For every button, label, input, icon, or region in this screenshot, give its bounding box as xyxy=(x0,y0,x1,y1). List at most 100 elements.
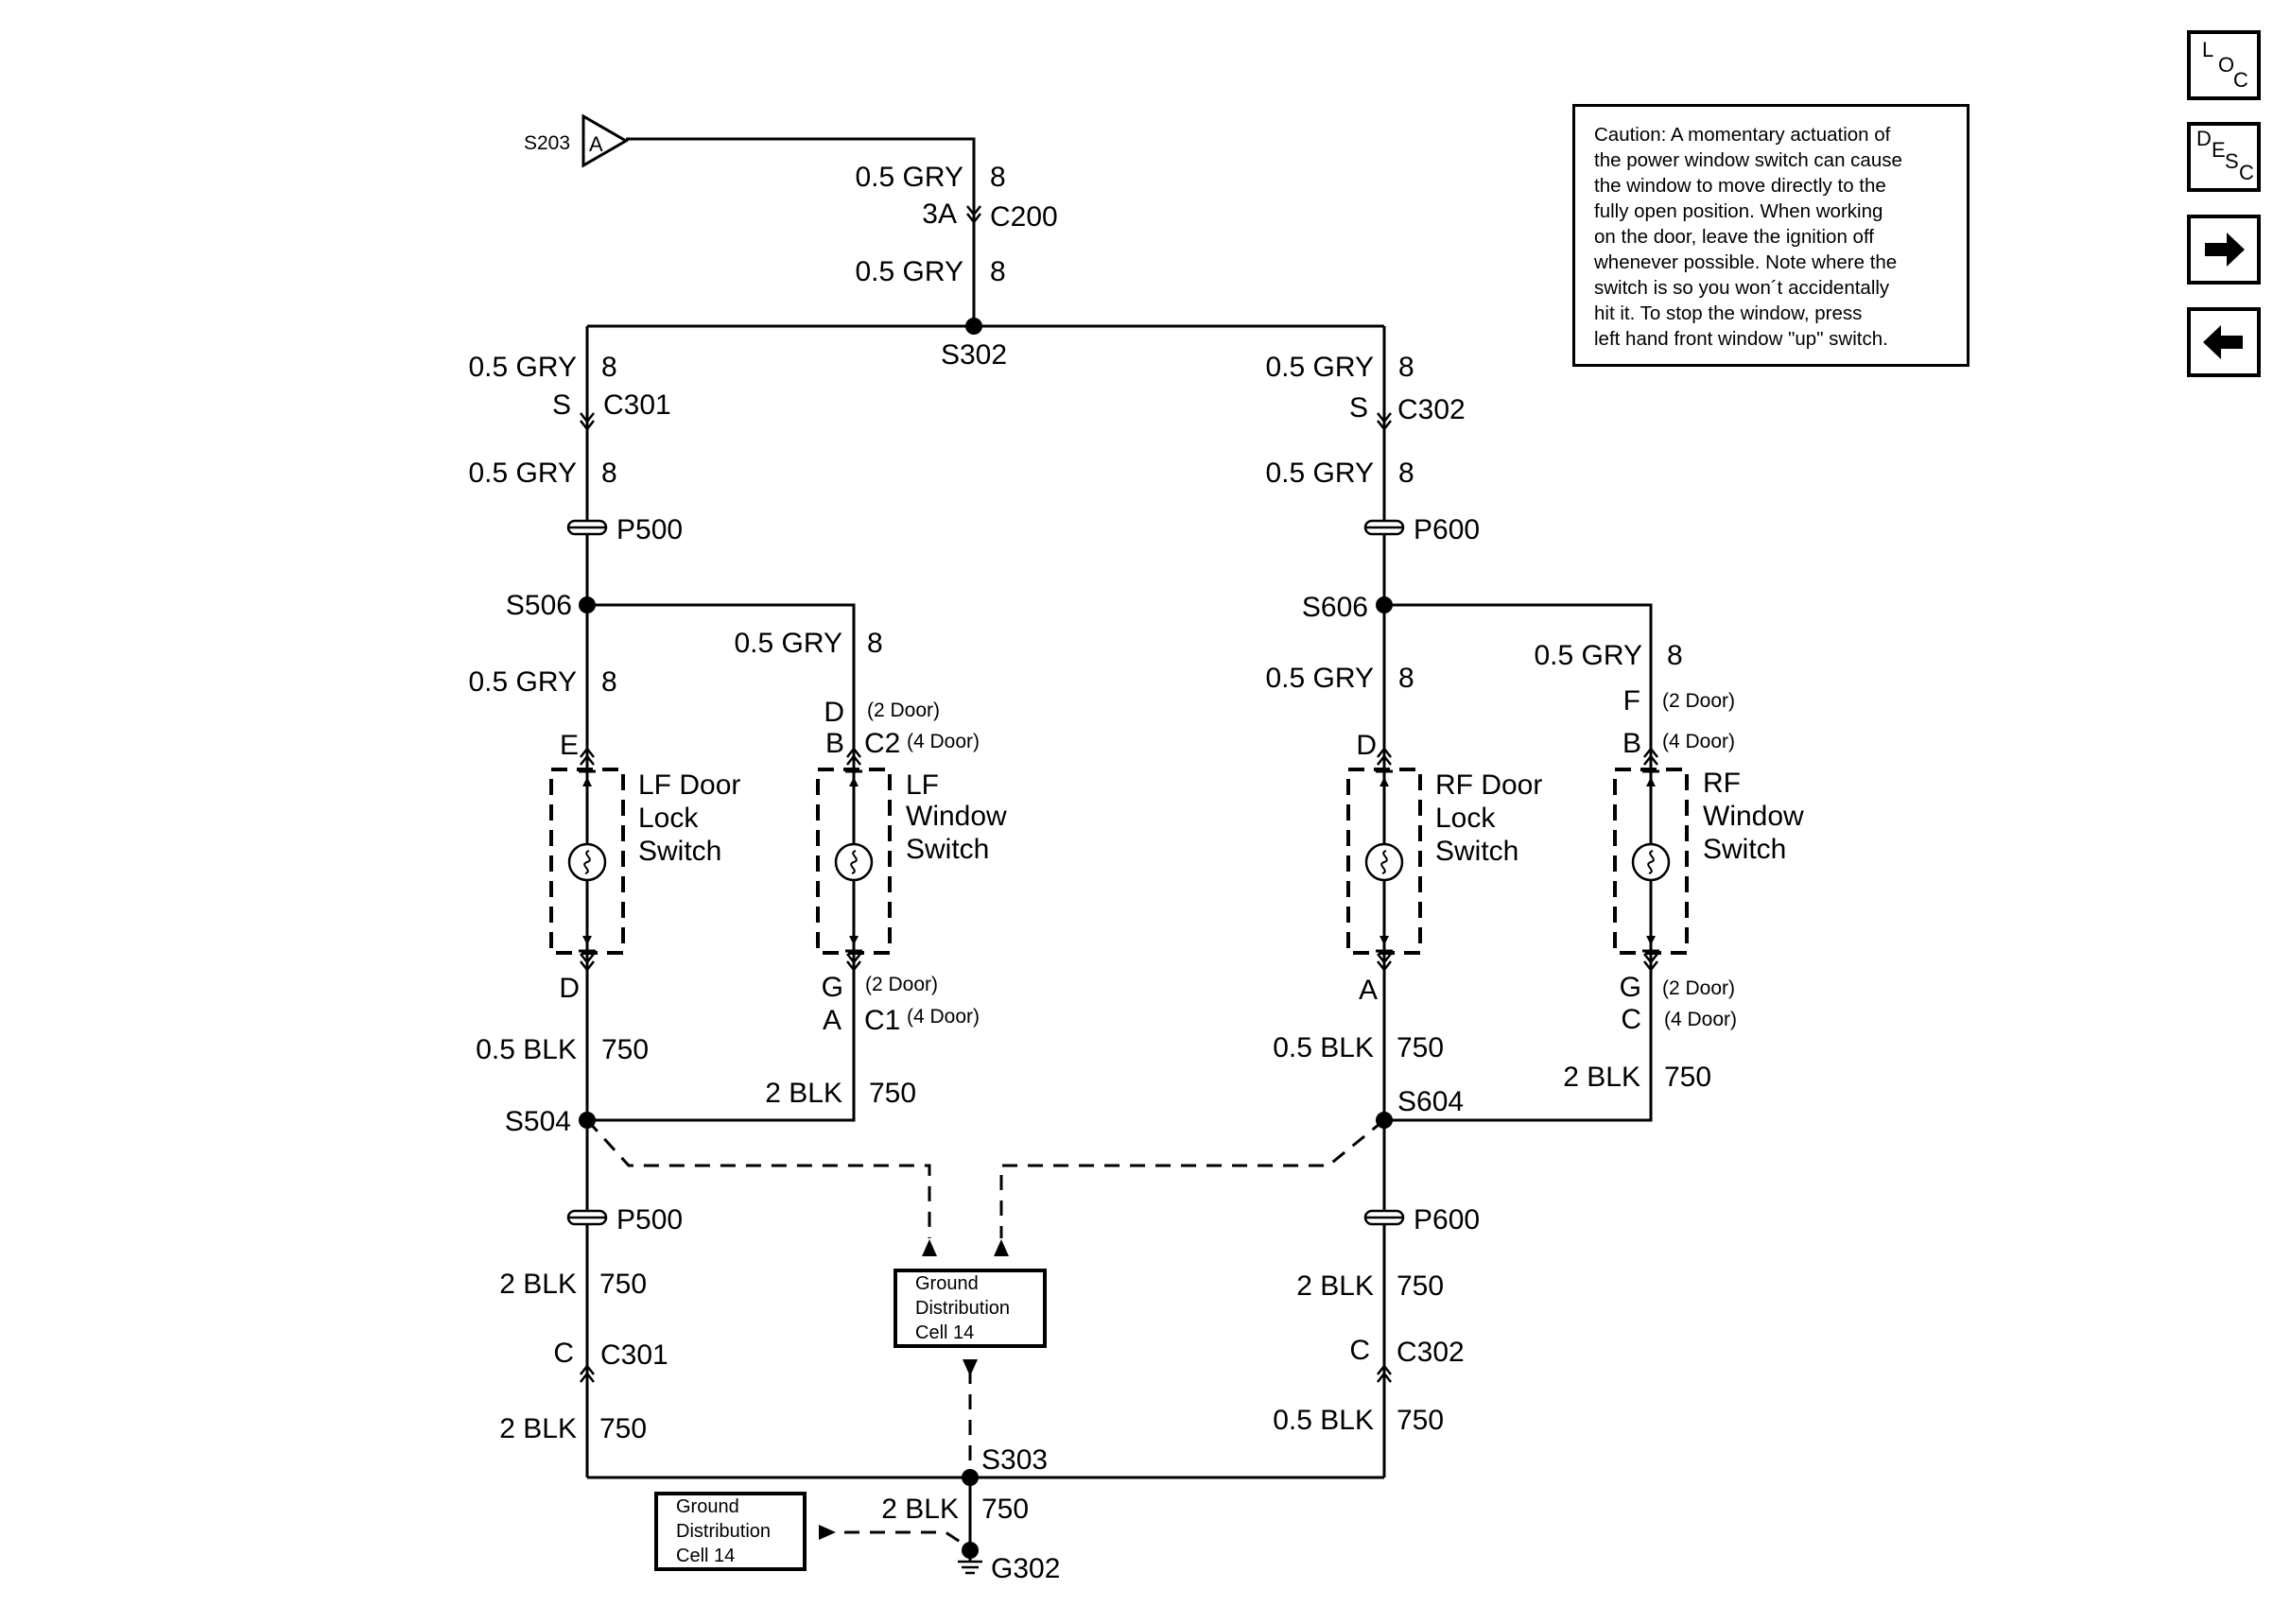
svg-text:G: G xyxy=(1620,972,1641,1003)
svg-text:2 BLK: 2 BLK xyxy=(881,1494,959,1525)
svg-text:0.5 GRY: 0.5 GRY xyxy=(1265,458,1374,489)
svg-text:750: 750 xyxy=(599,1269,647,1300)
svg-text:750: 750 xyxy=(869,1078,916,1109)
svg-text:F: F xyxy=(1623,685,1640,717)
svg-text:0.5 GRY: 0.5 GRY xyxy=(855,256,963,287)
svg-text:8: 8 xyxy=(990,256,1006,287)
splice-s303 xyxy=(962,1469,979,1486)
svg-text:Window: Window xyxy=(1703,801,1804,832)
splice-s506 xyxy=(579,596,596,613)
connector-c200-label: C200 xyxy=(990,201,1058,233)
svg-text:E: E xyxy=(560,730,579,761)
svg-text:0.5 GRY: 0.5 GRY xyxy=(1265,663,1374,694)
ground-arrow-right xyxy=(994,1239,1009,1256)
svg-text:8: 8 xyxy=(867,628,883,659)
s203-pin: A xyxy=(589,132,603,156)
svg-text:Distribution: Distribution xyxy=(676,1521,771,1542)
svg-text:Cell 14: Cell 14 xyxy=(915,1322,974,1343)
svg-text:0.5 GRY: 0.5 GRY xyxy=(1265,352,1374,383)
svg-text:C302: C302 xyxy=(1397,1337,1465,1368)
next-page-button[interactable] xyxy=(2187,215,2261,285)
svg-text:0.5 GRY: 0.5 GRY xyxy=(1534,640,1642,671)
location-button[interactable]: L O C xyxy=(2187,30,2261,100)
svg-text:750: 750 xyxy=(981,1494,1029,1525)
s203-connector: S203 A xyxy=(524,113,629,168)
splice-s604-label: S604 xyxy=(1397,1086,1464,1117)
ground-references xyxy=(585,1118,1385,1550)
svg-text:B: B xyxy=(825,728,844,759)
passthrough-p500-upper xyxy=(566,519,608,536)
svg-text:Cell 14: Cell 14 xyxy=(676,1546,735,1566)
caution-line: the power window switch can cause xyxy=(1594,149,1902,171)
ground-distribution-box-center: Ground Distribution Cell 14 xyxy=(894,1269,1047,1348)
svg-text:RF Door: RF Door xyxy=(1435,769,1542,801)
svg-text:P500: P500 xyxy=(616,1204,683,1235)
svg-text:C: C xyxy=(1621,1004,1641,1035)
splice-s302-label: S302 xyxy=(941,339,1007,371)
svg-text:B: B xyxy=(1622,728,1641,759)
connector-c1-label: C1 xyxy=(864,1005,900,1036)
svg-text:0.5 GRY: 0.5 GRY xyxy=(855,162,963,193)
caution-line: left hand front window "up" switch. xyxy=(1594,328,1888,350)
ground-g302-symbol xyxy=(958,1550,982,1575)
caution-line: the window to move directly to the xyxy=(1594,175,1886,197)
splice-s606-label: S606 xyxy=(1302,592,1368,623)
svg-text:(2 Door): (2 Door) xyxy=(1662,977,1735,999)
svg-text:Switch: Switch xyxy=(1703,834,1786,865)
s203-label: S203 xyxy=(524,132,570,154)
svg-text:750: 750 xyxy=(1664,1062,1711,1093)
connector-c301-label: C301 xyxy=(603,389,671,421)
passthrough-p600-upper xyxy=(1363,519,1405,536)
svg-text:0.5 GRY: 0.5 GRY xyxy=(734,628,842,659)
splices xyxy=(579,318,1393,1559)
caution-line: on the door, leave the ignition off xyxy=(1594,226,1874,248)
svg-text:Switch: Switch xyxy=(906,834,989,865)
lf-door-lock-switch xyxy=(549,768,625,955)
connector-c2-label: C2 xyxy=(864,728,900,759)
svg-text:Switch: Switch xyxy=(1435,836,1518,867)
svg-text:Distribution: Distribution xyxy=(915,1298,1010,1319)
svg-text:8: 8 xyxy=(1667,640,1683,671)
svg-text:P600: P600 xyxy=(1414,1204,1480,1235)
svg-text:(4 Door): (4 Door) xyxy=(907,731,980,752)
svg-text:2 BLK: 2 BLK xyxy=(1563,1062,1640,1093)
ground-arrow-down xyxy=(963,1359,978,1376)
splice-s303-label: S303 xyxy=(981,1444,1048,1476)
svg-text:2 BLK: 2 BLK xyxy=(765,1078,842,1109)
caution-line: whenever possible. Note where the xyxy=(1594,251,1898,273)
ground-arrow-side xyxy=(819,1525,836,1540)
splice-s606 xyxy=(1376,596,1393,613)
svg-text:S: S xyxy=(552,389,571,421)
ground-arrow-left xyxy=(922,1239,937,1256)
svg-text:G: G xyxy=(822,972,843,1003)
caution-line: Caution: A momentary actuation of xyxy=(1594,124,1891,146)
passthrough-p600-label: P600 xyxy=(1414,514,1480,545)
splice-s302 xyxy=(965,318,982,335)
caution-line: fully open position. When working xyxy=(1594,200,1883,222)
passthrough-p500-lower xyxy=(566,1209,608,1226)
previous-page-button[interactable] xyxy=(2187,307,2261,377)
splice-s506-label: S506 xyxy=(506,590,572,621)
arrow-right-icon xyxy=(2205,233,2245,267)
svg-text:8: 8 xyxy=(1398,663,1414,694)
svg-text:Ground: Ground xyxy=(915,1273,979,1294)
svg-text:8: 8 xyxy=(601,666,617,698)
svg-text:0.5 BLK: 0.5 BLK xyxy=(1273,1405,1374,1436)
svg-text:0.5 GRY: 0.5 GRY xyxy=(468,352,577,383)
svg-text:C: C xyxy=(1349,1335,1370,1366)
ground-g302-label: G302 xyxy=(991,1553,1060,1584)
splice-s604 xyxy=(1376,1112,1393,1129)
svg-text:2 BLK: 2 BLK xyxy=(499,1413,577,1444)
svg-text:Lock: Lock xyxy=(638,803,699,834)
svg-text:(4 Door): (4 Door) xyxy=(1664,1009,1737,1030)
svg-text:D: D xyxy=(1356,730,1377,761)
description-button[interactable]: D E S C xyxy=(2187,122,2261,192)
svg-text:LF: LF xyxy=(906,769,939,801)
svg-text:750: 750 xyxy=(599,1413,647,1444)
svg-text:8: 8 xyxy=(1398,458,1414,489)
svg-text:(4 Door): (4 Door) xyxy=(907,1006,980,1028)
svg-text:3A: 3A xyxy=(922,199,957,230)
svg-text:LF Door: LF Door xyxy=(638,769,740,801)
ground-distribution-box-bottom: Ground Distribution Cell 14 xyxy=(654,1492,807,1571)
svg-text:8: 8 xyxy=(601,458,617,489)
